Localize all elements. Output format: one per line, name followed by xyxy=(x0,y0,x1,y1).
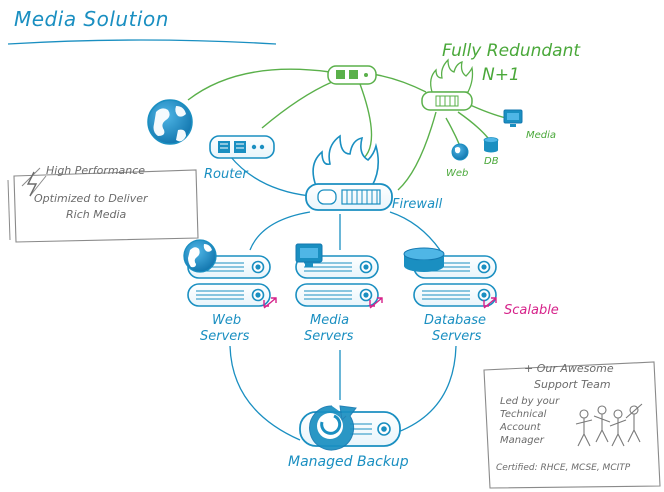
support-note-heading1: + Our Awesome xyxy=(524,362,614,375)
globe-icon xyxy=(451,143,469,161)
monitor-icon xyxy=(503,109,523,127)
globe-icon xyxy=(183,239,217,273)
web-servers-label-line1: Web xyxy=(212,313,241,328)
backup-icon xyxy=(299,405,401,451)
support-note-body3: Account xyxy=(499,422,542,433)
globe-icon xyxy=(147,99,193,145)
firewall-label: Firewall xyxy=(392,197,443,212)
support-note-body2: Technical xyxy=(500,409,547,420)
performance-note xyxy=(7,167,199,243)
diagram-title: Media Solution xyxy=(14,7,169,31)
database-servers-label-line2: Servers xyxy=(432,329,482,344)
media-servers-label-line1: Media xyxy=(310,313,349,328)
router-icon xyxy=(209,135,275,159)
performance-note-title: High Performance xyxy=(46,164,145,177)
redundancy-heading: Fully Redundant xyxy=(442,41,581,61)
router-label: Router xyxy=(204,167,249,182)
redundancy-subheading: N+1 xyxy=(482,65,520,85)
database-server-stack xyxy=(403,247,497,309)
database-icon xyxy=(483,137,499,153)
web-servers-label-line2: Servers xyxy=(200,329,250,344)
performance-note-line2: Optimized to Deliver xyxy=(34,192,149,205)
title-underline xyxy=(7,39,277,45)
monitor-icon xyxy=(295,243,323,267)
router-icon xyxy=(327,65,377,85)
scale-arrow-icon xyxy=(483,297,497,309)
server-icon xyxy=(187,283,271,307)
firewall-icon xyxy=(421,58,474,111)
media-label: Media xyxy=(526,130,556,141)
server-icon xyxy=(295,283,379,307)
support-note-body1: Led by your xyxy=(500,396,560,407)
performance-note-line3: Rich Media xyxy=(66,208,127,221)
support-note-heading2: Support Team xyxy=(534,378,611,391)
database-servers-label-line1: Database xyxy=(424,313,486,328)
support-note-certified: Certified: RHCE, MCSE, MCITP xyxy=(496,463,631,473)
blue-connections xyxy=(229,155,457,441)
media-servers-label-line2: Servers xyxy=(304,329,354,344)
lightning-icon xyxy=(26,171,38,197)
database-icon xyxy=(403,247,445,272)
firewall-icon xyxy=(305,134,393,211)
people-icon xyxy=(575,403,643,447)
support-team-note xyxy=(483,361,661,489)
db-label: DB xyxy=(484,156,499,167)
scalable-label: Scalable xyxy=(504,303,559,318)
support-note-body4: Manager xyxy=(500,435,545,446)
media-server-stack xyxy=(295,243,383,309)
managed-backup-label: Managed Backup xyxy=(288,454,409,470)
web-server-stack xyxy=(183,239,277,309)
scale-arrow-icon xyxy=(369,297,383,309)
web-label: Web xyxy=(446,168,468,179)
scale-arrow-icon xyxy=(263,297,277,309)
